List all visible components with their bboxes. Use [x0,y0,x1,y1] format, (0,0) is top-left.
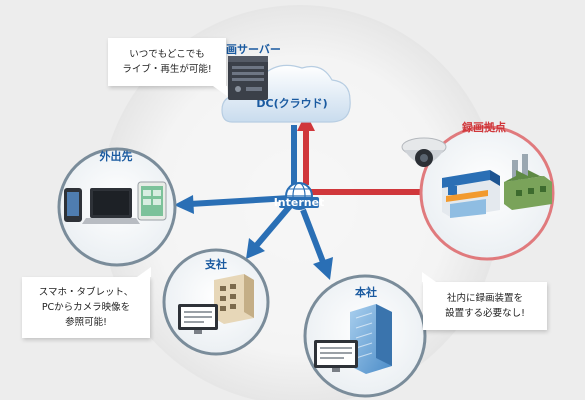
internet-hub: Internet [274,182,325,210]
callout-fold [213,86,227,96]
hub-label: Internet [274,196,325,209]
callout-devices-line3: 参照可能! [65,317,107,328]
arrow-to-branch [246,238,265,259]
site-headquarters-label: 本社 [355,285,377,299]
site-branch-label: 支社 [204,257,227,271]
dome-camera-icon [401,137,447,167]
arrow-to-headquarters [313,257,333,280]
arrow-to-remote [174,195,194,214]
office-building-icon [214,274,254,324]
convenience-store-icon [442,170,500,218]
callout-fold [422,272,436,282]
smartphone-laptop-tablet-icon [64,181,167,224]
callout-office-line1: 社内に録画装置を [446,293,523,304]
callout-devices-line1: スマホ・タブレット、 [38,287,134,298]
connection-arrows [174,113,440,280]
callout-anywhere: いつでもどこでも ライブ・再生が可能! [108,38,227,96]
callout-anywhere-line1: いつでもどこでも [129,49,205,60]
callout-devices: スマホ・タブレット、 PCからカメラ映像を 参照可能! [22,267,151,338]
site-recording-label: 録画拠点 [462,120,506,134]
site-remote: 外出先 [57,147,177,267]
site-recording: 録画拠点 [419,120,555,261]
callout-devices-line2: PCからカメラ映像を [41,302,131,313]
site-branch: 支社 [162,248,270,356]
server-rack-icon [228,56,268,100]
monitor-icon [314,340,358,372]
monitor-icon [178,304,218,334]
factory-icon [504,154,552,210]
cloud-label: DC(クラウド) [256,97,327,110]
callout-office: 社内に録画装置を 設置する必要なし! [422,272,547,330]
callout-office-line2: 設置する必要なし! [445,308,525,319]
callout-fold [137,267,151,277]
server-label: 録画サーバー [215,42,281,56]
site-remote-label: 外出先 [99,149,133,163]
callout-anywhere-line2: ライブ・再生が可能! [122,64,212,75]
office-tower-icon [350,304,392,374]
site-headquarters: 本社 [303,274,427,398]
